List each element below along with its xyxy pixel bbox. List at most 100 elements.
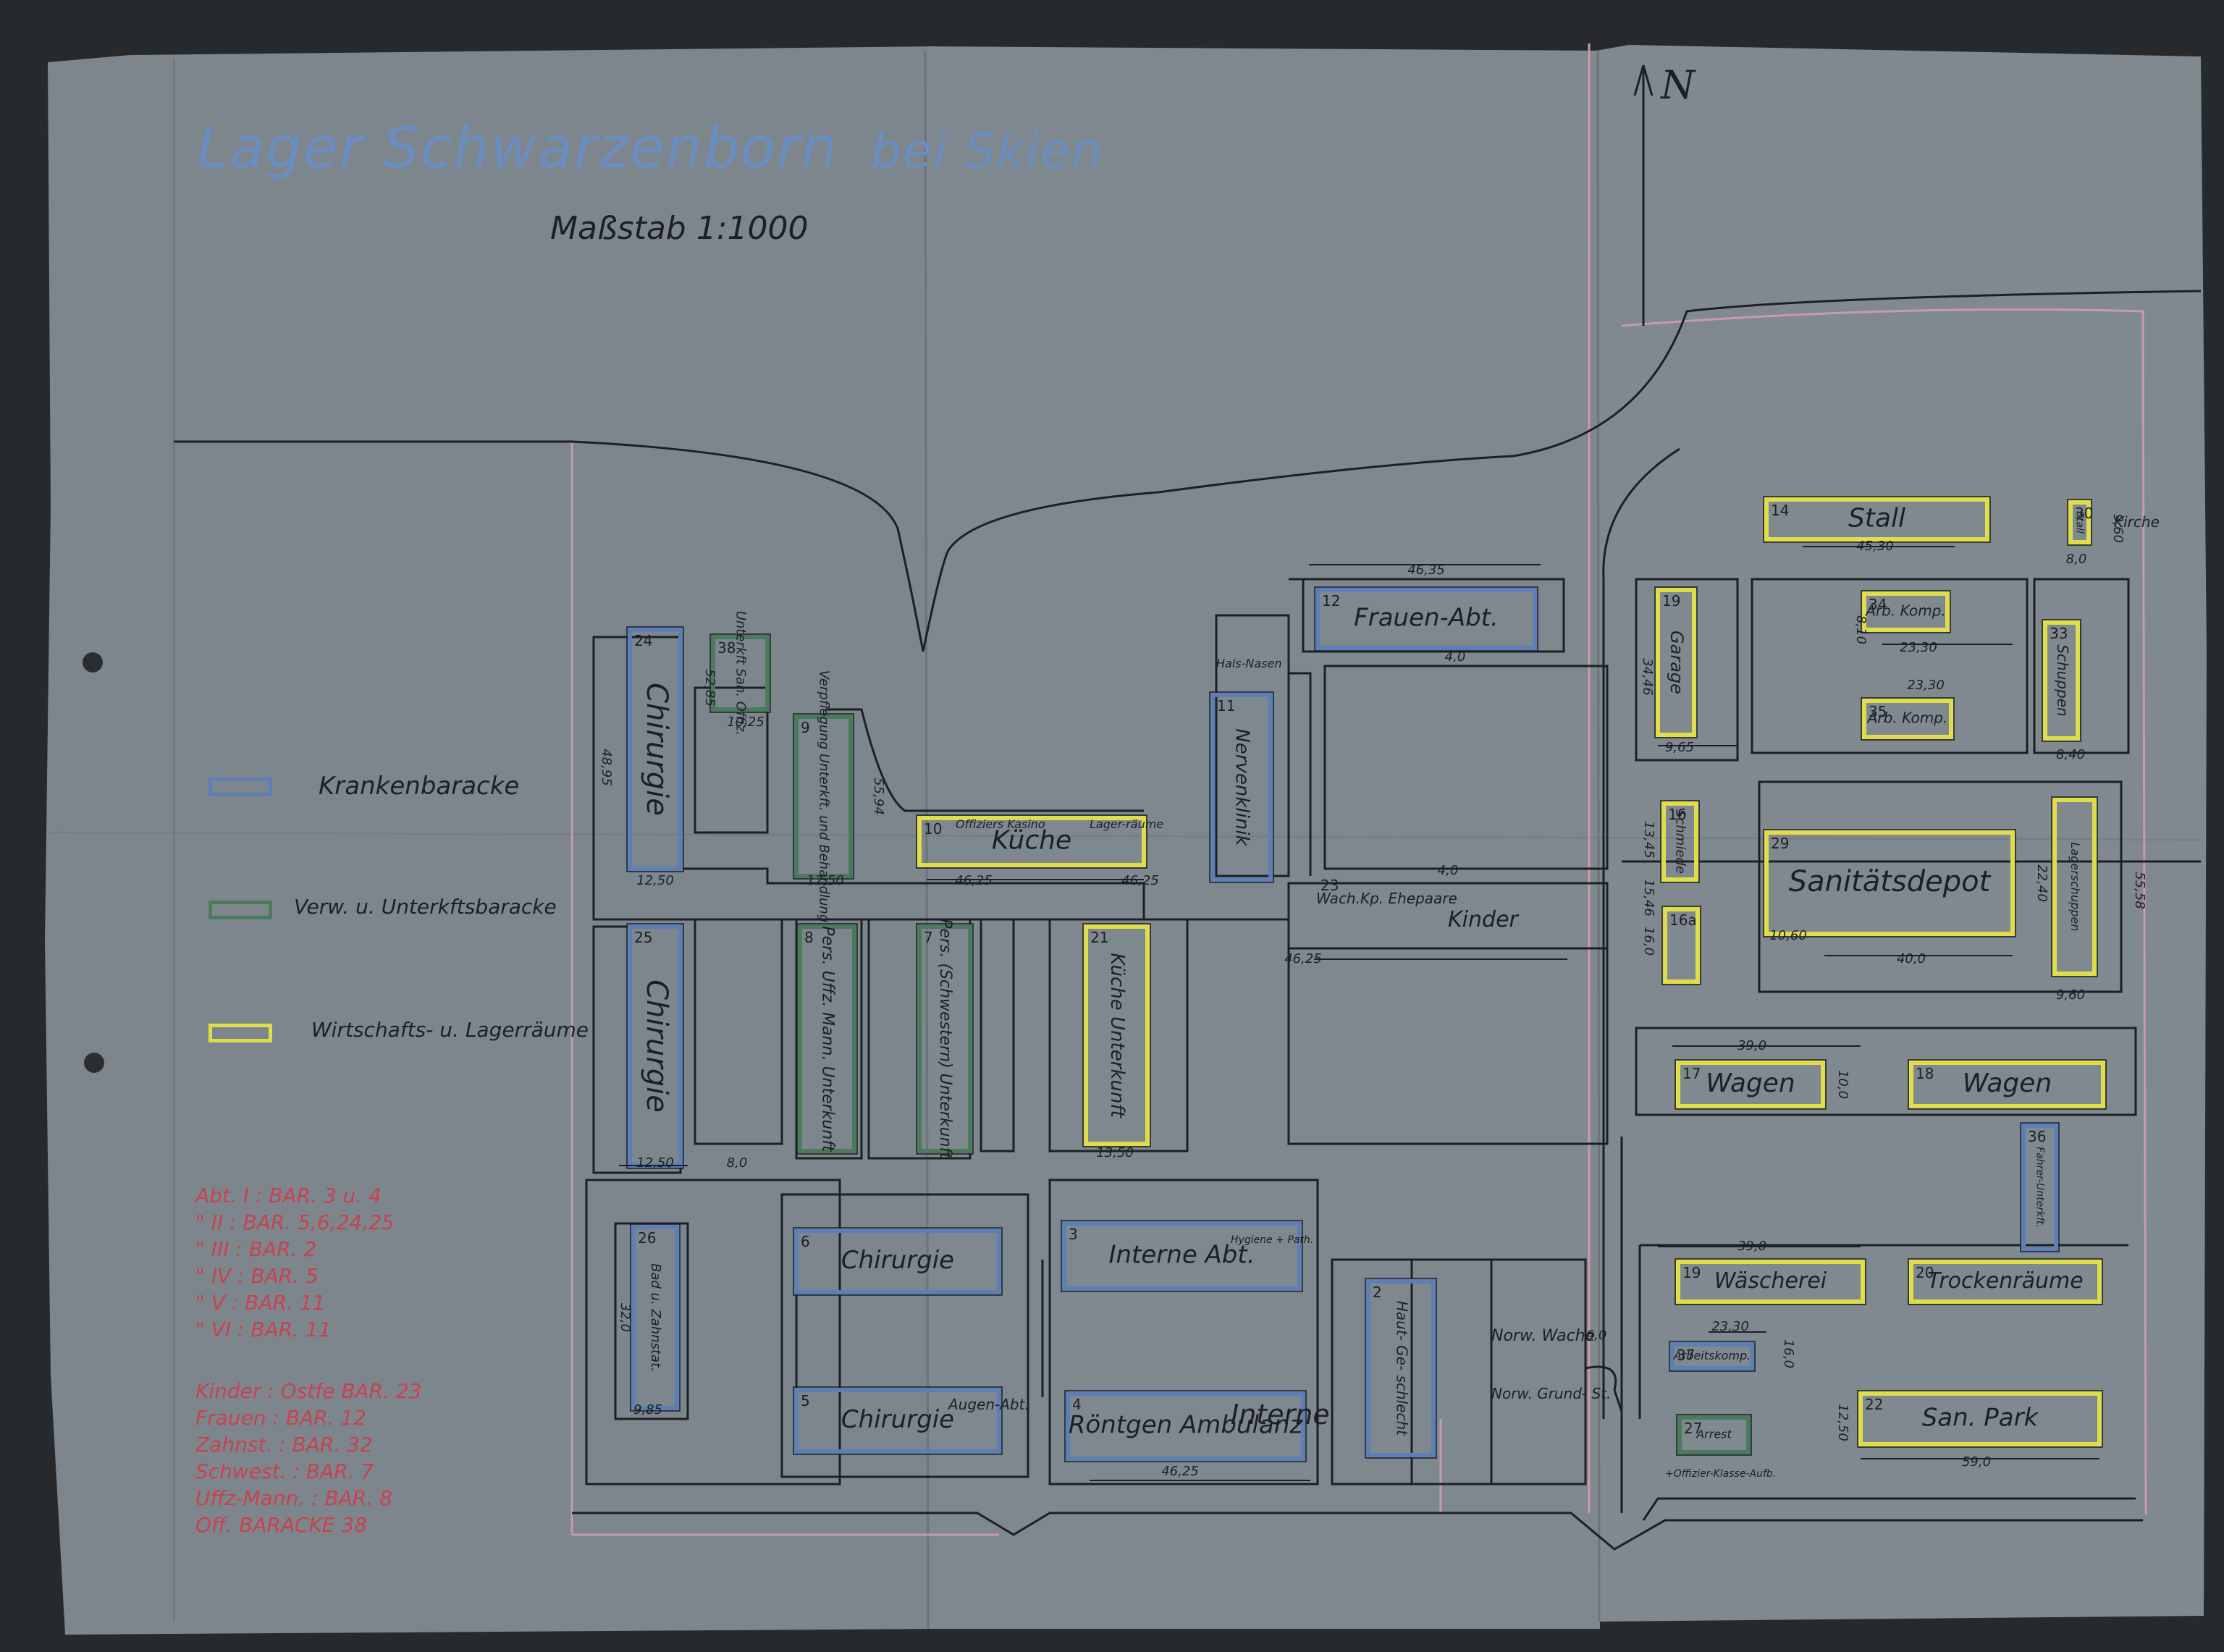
building-8-border xyxy=(796,923,858,1155)
building-label: Küche xyxy=(992,826,1071,856)
dimension-lines: 46,354,04,046,2546,2546,2546,2512,5012,5… xyxy=(599,514,2147,1481)
building-5-outline xyxy=(794,1388,1001,1454)
building-number: 6 xyxy=(801,1233,810,1250)
dimension-label: 55,58 xyxy=(2132,872,2147,909)
map-title-suffix: bei Skien xyxy=(871,123,1103,179)
building-label: Offiziers Kasino xyxy=(956,817,1045,831)
dimension-label: 8,10 xyxy=(1853,615,1869,644)
dimension-label: 46,25 xyxy=(1284,951,1322,966)
building-24-outline xyxy=(628,628,683,871)
building-2-border xyxy=(1365,1278,1437,1459)
building-number: 17 xyxy=(1682,1065,1701,1082)
building-number: 11 xyxy=(1217,697,1235,715)
building-label: Hygiene + Path. xyxy=(1231,1234,1313,1246)
building-4-outline xyxy=(1066,1391,1305,1461)
building-29-outline xyxy=(1764,830,2015,936)
building-18-border xyxy=(1908,1059,2107,1110)
building-number: 33 xyxy=(2050,625,2068,642)
dimension-label: 48,95 xyxy=(599,749,614,786)
assignment-note: Kinder : Ostfe BAR. 23 xyxy=(195,1379,422,1403)
dimension-label: 15,46 xyxy=(1641,879,1656,916)
building-number: 16a xyxy=(1669,911,1697,929)
building-label: Chirurgie xyxy=(841,1405,954,1434)
dimension-label: 8,0 xyxy=(2066,552,2087,567)
building-label: Röntgen Ambulanz xyxy=(1069,1411,1304,1440)
building-number: 24 xyxy=(634,632,652,649)
building-22-outline xyxy=(1858,1391,2102,1446)
map-scale: Maßstab 1:1000 xyxy=(550,210,809,247)
north-arrow-icon xyxy=(1633,64,1654,326)
building-27-outline xyxy=(1677,1415,1751,1454)
assignment-note: Abt. I : BAR. 3 u. 4 xyxy=(195,1184,382,1208)
dimension-label: 46,35 xyxy=(1407,562,1445,578)
dimension-label: 4,0 xyxy=(1438,863,1459,878)
building-label: Stall xyxy=(2074,511,2086,534)
legend-label: Wirtschafts- u. Lagerräume xyxy=(311,1018,589,1042)
dimension-label: 52,85 xyxy=(702,669,717,707)
building-number: 8 xyxy=(804,929,814,946)
building-label: Unterkft San. Offiz. xyxy=(733,611,749,736)
building-number: 30 xyxy=(2075,505,2093,522)
building-number: 35 xyxy=(1869,703,1887,720)
building-6-border xyxy=(793,1227,1003,1296)
building-37-border xyxy=(1669,1341,1756,1372)
map-title-text: Lager Schwarzenborn xyxy=(197,116,839,181)
building-number: 4 xyxy=(1072,1396,1082,1413)
building-27-border xyxy=(1676,1414,1752,1456)
dimension-label: 8,40 xyxy=(2056,747,2085,762)
building-3-border xyxy=(1061,1220,1303,1292)
building-38-outline xyxy=(711,635,770,712)
legend-item-wirtschaft: Wirtschafts- u. Lagerräume xyxy=(208,1013,589,1050)
building-label: Garage xyxy=(1667,631,1687,694)
legend-label: Krankenbaracke xyxy=(319,772,520,801)
building-label: Sanitätsdepot xyxy=(1789,865,1992,898)
building-number: 18 xyxy=(1916,1065,1934,1082)
legend-swatch xyxy=(208,777,272,796)
building-35-border xyxy=(1861,697,1955,741)
dimension-label: 23,30 xyxy=(1711,1319,1749,1334)
building-30-border xyxy=(2067,499,2092,546)
north-label: N xyxy=(1661,62,1696,108)
building-label: Pers. Uffz. Mann. Unterkunft xyxy=(819,926,837,1152)
building-label: Trockenräume xyxy=(1927,1268,2083,1294)
building-12-border xyxy=(1314,586,1538,652)
building-label: Stall xyxy=(1848,504,1905,534)
building-number: 27 xyxy=(1684,1420,1702,1437)
building-number: 21 xyxy=(1090,929,1108,946)
assignment-note: Zahnst. : BAR. 32 xyxy=(195,1433,373,1457)
buildings-layer xyxy=(626,496,2107,1462)
building-label: Schmiede xyxy=(1673,809,1688,874)
dimension-label: 34,46 xyxy=(1640,658,1655,696)
building-number: 3 xyxy=(1069,1226,1078,1243)
building-number: 2 xyxy=(1373,1284,1382,1301)
dimension-label: 10,25 xyxy=(727,715,764,730)
building-16a-border xyxy=(1661,906,1701,985)
assignment-note: " IV : BAR. 5 xyxy=(195,1264,319,1288)
building-label: Pers. (Schwestern) Unterkunft xyxy=(936,919,954,1160)
building-number: 25 xyxy=(634,929,652,946)
building-5-border xyxy=(793,1386,1003,1455)
building-26-border xyxy=(630,1223,681,1412)
building-37-outline xyxy=(1670,1342,1754,1370)
dimension-label: 23,30 xyxy=(1907,678,1945,693)
building-annex-outline xyxy=(2052,798,2097,976)
building-number: 20 xyxy=(1916,1264,1934,1281)
building-label: Haut- Ge- schlecht xyxy=(1394,1301,1411,1436)
building-19-outline xyxy=(1676,1260,1865,1304)
building-label: +Offizier-Klasse-Aufb. xyxy=(1665,1468,1776,1480)
legend-item-krankenbaracke: Krankenbaracke xyxy=(208,767,556,804)
building-34-outline xyxy=(1862,591,1950,632)
building-30-outline xyxy=(2068,500,2091,544)
building-21-outline xyxy=(1084,924,1150,1146)
building-label: Nervenklinik xyxy=(1231,728,1253,846)
dimension-label: 16,0 xyxy=(1641,927,1656,956)
building-label: Arb. Komp. xyxy=(1866,709,1948,727)
building-label: Schuppen xyxy=(2054,644,2071,716)
building-20-outline xyxy=(1909,1260,2102,1304)
assignment-note: Off. BARACKE 38 xyxy=(195,1513,368,1537)
dimension-label: 59,0 xyxy=(1962,1454,1991,1470)
dimension-label: 22,40 xyxy=(2034,864,2050,902)
building-label: Arbeitskomp. xyxy=(1673,1349,1751,1362)
building-3-outline xyxy=(1062,1221,1302,1291)
